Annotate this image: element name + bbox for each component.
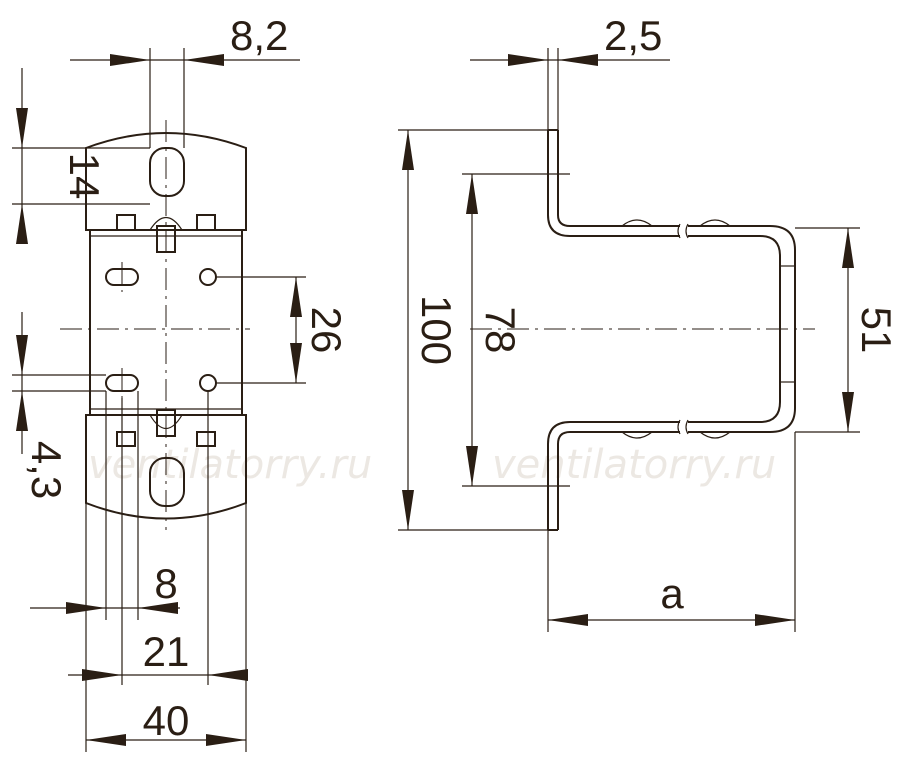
dim-label-21: 21 [143,628,190,675]
tab-bottom-left [116,431,136,447]
tab-top-arc [149,216,183,231]
arrow-26-top [290,277,302,317]
mounting-slot-top [149,147,185,197]
arrow-100-top [402,130,414,170]
arrow-a-right [755,614,795,626]
flange-tab-top-right [699,219,731,227]
arrow-51-bottom [842,392,854,432]
tab-bottom-right [196,431,216,447]
dim-label-2-5: 2,5 [604,12,662,59]
arrow-40-left [86,734,126,746]
mounting-slot-bottom [149,457,185,507]
flange-tab-top-left [621,219,653,227]
arrow-8-2-right [184,54,224,66]
side-view [470,129,815,531]
dim-label-78: 78 [477,307,524,354]
watermark-right: ventilatorry.ru [492,442,776,488]
arrow-8-right [138,602,178,614]
dim-label-4-3: 4,3 [23,441,70,499]
round-hole-top [199,268,217,286]
dim-label-100: 100 [413,295,460,365]
arrow-40-right [206,734,246,746]
arrow-14-bottom [16,204,28,244]
arrow-2-5-left [508,54,548,66]
arrow-26-bottom [290,343,302,383]
arrow-4-3-bottom [16,391,28,431]
tab-top-left [116,214,136,231]
dim-label-26: 26 [303,307,350,354]
arrow-8-2-left [110,54,150,66]
dim-label-40: 40 [143,697,190,744]
arrow-100-bottom [402,490,414,530]
front-dimensions: 8,2 14 26 4,3 8 21 [12,12,350,752]
dim-label-14: 14 [61,153,108,200]
watermark-left: ventilatorry.ru [88,442,372,488]
arrow-2-5-right [558,54,598,66]
arrow-14-top [16,108,28,148]
side-dimensions: 2,5 100 78 51 a [398,12,900,632]
break-mark-bottom-left [677,419,681,435]
break-mark-top-left [677,223,681,239]
arrow-21-left [82,669,122,681]
flange-tab-bottom-right [699,431,731,439]
round-hole-bottom [199,374,217,392]
arrow-4-3-top [16,335,28,375]
flange-tab-bottom-left [621,431,653,439]
dim-label-a: a [660,570,684,617]
break-mark-top-right [685,223,689,239]
break-mark-bottom-right [685,419,689,435]
dim-label-8: 8 [154,560,177,607]
dim-label-51: 51 [853,307,900,354]
arrow-21-right [208,669,248,681]
tab-top-right [196,214,216,231]
arrow-78-bottom [466,446,478,486]
arrow-78-top [466,174,478,214]
dim-label-8-2: 8,2 [230,12,288,59]
arrow-a-left [548,614,588,626]
arrow-51-top [842,228,854,268]
